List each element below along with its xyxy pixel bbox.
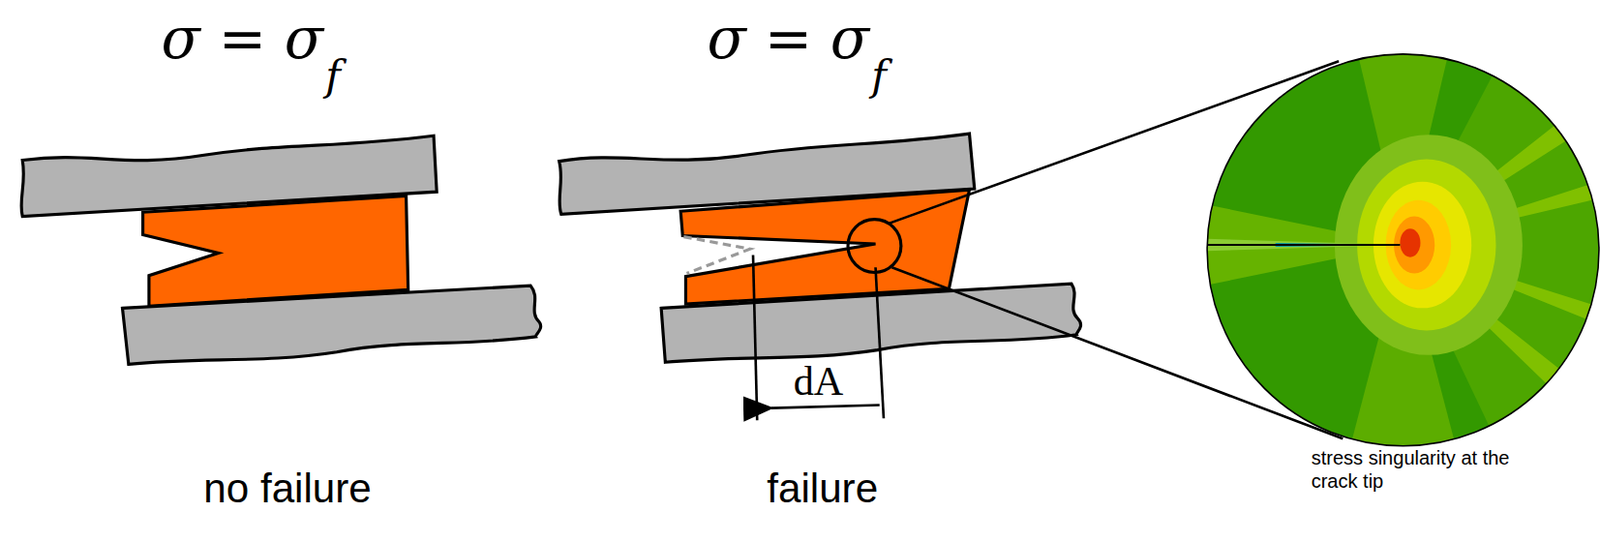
bottom-plate [122,285,542,364]
subscript: f [325,55,341,96]
crack-tip-circle [847,219,902,273]
bottom-plate [661,283,1081,363]
subscript: f [871,55,887,96]
caption: failure [766,467,878,509]
stress-equation: σ = σ [707,10,871,68]
dimension-label: dA [793,361,845,402]
extension-line [753,255,757,422]
dimension-text: dA [793,358,845,404]
stress-field [1204,51,1600,460]
stress-equation: σ = σ [161,10,325,68]
zoom-circle [1207,54,1600,447]
adhesive-layer [143,195,409,306]
original-notch [683,237,751,274]
adhesive-layer [680,189,969,304]
caption: no failure [203,467,371,509]
extension-line [875,267,884,419]
note: stress singularity at the crack tip [1311,447,1557,494]
dimension-arrow [771,405,880,409]
